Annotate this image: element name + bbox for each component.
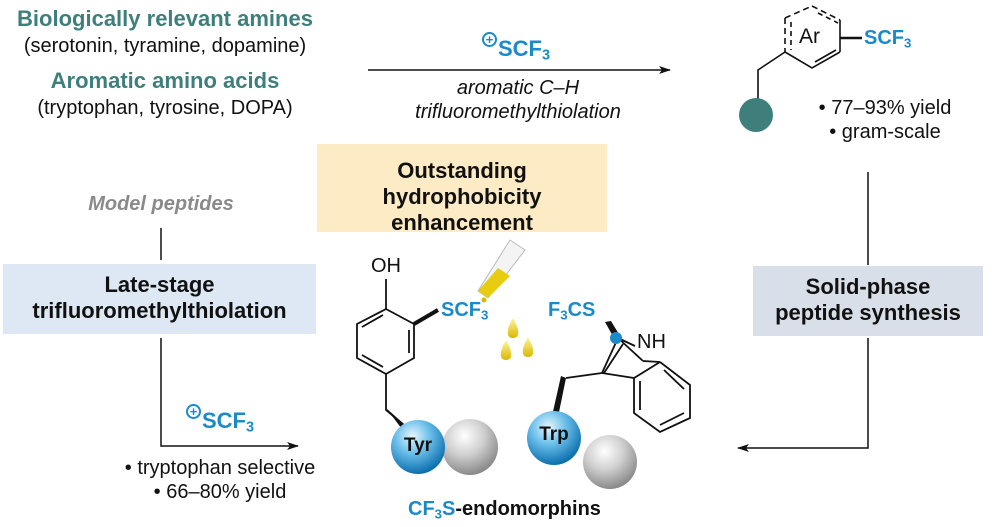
top-reagent-scf3: +SCF3 <box>482 32 551 64</box>
substituent-text-post: CS <box>567 299 596 321</box>
amines-examples: (serotonin, tyramine, dopamine) <box>23 35 307 57</box>
bead-tyr-label: Tyr <box>403 435 433 456</box>
bead-tyr <box>391 420 445 474</box>
substituent-text: SCF <box>864 27 904 49</box>
yield-bullet: • 77–93% yield <box>818 97 952 119</box>
solid-support-bead <box>739 98 773 132</box>
amino-acids-examples: (tryptophan, tyrosine, DOPA) <box>37 97 293 119</box>
spps-line-2: peptide synthesis <box>775 300 961 325</box>
oil-drop-icon <box>500 340 512 360</box>
bead-grey-4 <box>583 435 637 489</box>
reagent-subscript: 3 <box>246 419 255 436</box>
bead-grey-2 <box>442 419 498 475</box>
product-name-prefix: CF3S <box>408 498 455 520</box>
oil-drop-icon <box>507 318 519 338</box>
late-stage-line-2: trifluoromethylthiolation <box>32 298 287 323</box>
left-bullets: • tryptophan selective • 66–80% yield <box>100 456 340 504</box>
heading-biologically-relevant-amines: Biologically relevant amines <box>17 6 313 31</box>
reagent-subscript: 3 <box>542 47 551 64</box>
condition-line-1: aromatic C–H <box>456 77 580 99</box>
top-right-scf3: SCF3 <box>864 26 911 50</box>
trp-nh-label: NH <box>637 331 666 353</box>
tyr-oh-label: OH <box>371 255 401 277</box>
condition-line-2: trifluoromethylthiolation <box>415 101 621 123</box>
oil-drop-icon <box>522 337 534 357</box>
heading-aromatic-amino-acids: Aromatic amino acids <box>50 68 280 93</box>
substituent-text: SCF <box>441 299 481 321</box>
substituent-subscript: 3 <box>560 307 568 323</box>
ring-label-ar: Ar <box>799 25 820 48</box>
left-reaction-arrow <box>160 338 299 450</box>
prefix-text: CF <box>408 498 435 520</box>
yield-bullet: • 66–80% yield <box>153 481 287 503</box>
late-stage-box: Late-stage trifluoromethylthiolation <box>3 264 316 334</box>
left-reagent-scf3: +SCF3 <box>186 404 255 436</box>
callout-line-2: hydrophobicity enhancement <box>382 184 542 235</box>
tryptophan-structure <box>565 337 691 434</box>
right-return-arrow <box>737 338 869 452</box>
substituent-subscript: 3 <box>904 35 912 51</box>
aryl-ring-generic <box>757 5 862 108</box>
dropper-icon <box>477 239 526 303</box>
bead-trp-label: Trp <box>539 424 569 445</box>
substituent-subscript: 3 <box>481 307 489 323</box>
top-arrow-conditions: aromatic C–H trifluoromethylthiolation <box>368 76 668 124</box>
spps-box: Solid-phase peptide synthesis <box>753 266 983 336</box>
tyrosine-structure <box>356 279 440 427</box>
prefix-subscript: 3 <box>434 506 443 522</box>
cation-plus-icon: + <box>186 404 201 419</box>
prefix-end: S <box>442 498 456 520</box>
top-left-substrates: Biologically relevant amines (serotonin,… <box>0 6 330 120</box>
late-stage-line-1: Late-stage <box>104 272 215 297</box>
scale-bullet: • gram-scale <box>829 121 941 143</box>
selectivity-bullet: • tryptophan selective <box>124 457 316 479</box>
product-name-suffix: -endomorphins <box>455 498 601 520</box>
tryptophan-wedge <box>552 376 566 417</box>
reagent-text: SCF <box>498 36 542 61</box>
substituent-text-pre: F <box>548 299 561 321</box>
hydrophobicity-callout: Outstanding hydrophobicity enhancement <box>317 144 607 235</box>
bead-trp <box>527 411 581 465</box>
top-right-bullets: • 77–93% yield • gram-scale <box>800 96 970 144</box>
trp-f3cs-label: F3CS <box>548 298 595 322</box>
callout-line-1: Outstanding <box>397 158 527 183</box>
tyr-scf3-label: SCF3 <box>441 298 488 322</box>
cation-plus-icon: + <box>482 32 497 47</box>
model-peptides-label: Model peptides <box>88 193 234 215</box>
product-name: CF3S-endomorphins <box>408 497 601 521</box>
trp-c2-highlight <box>610 332 622 344</box>
reagent-text: SCF <box>202 408 246 433</box>
spps-line-1: Solid-phase <box>805 274 931 299</box>
